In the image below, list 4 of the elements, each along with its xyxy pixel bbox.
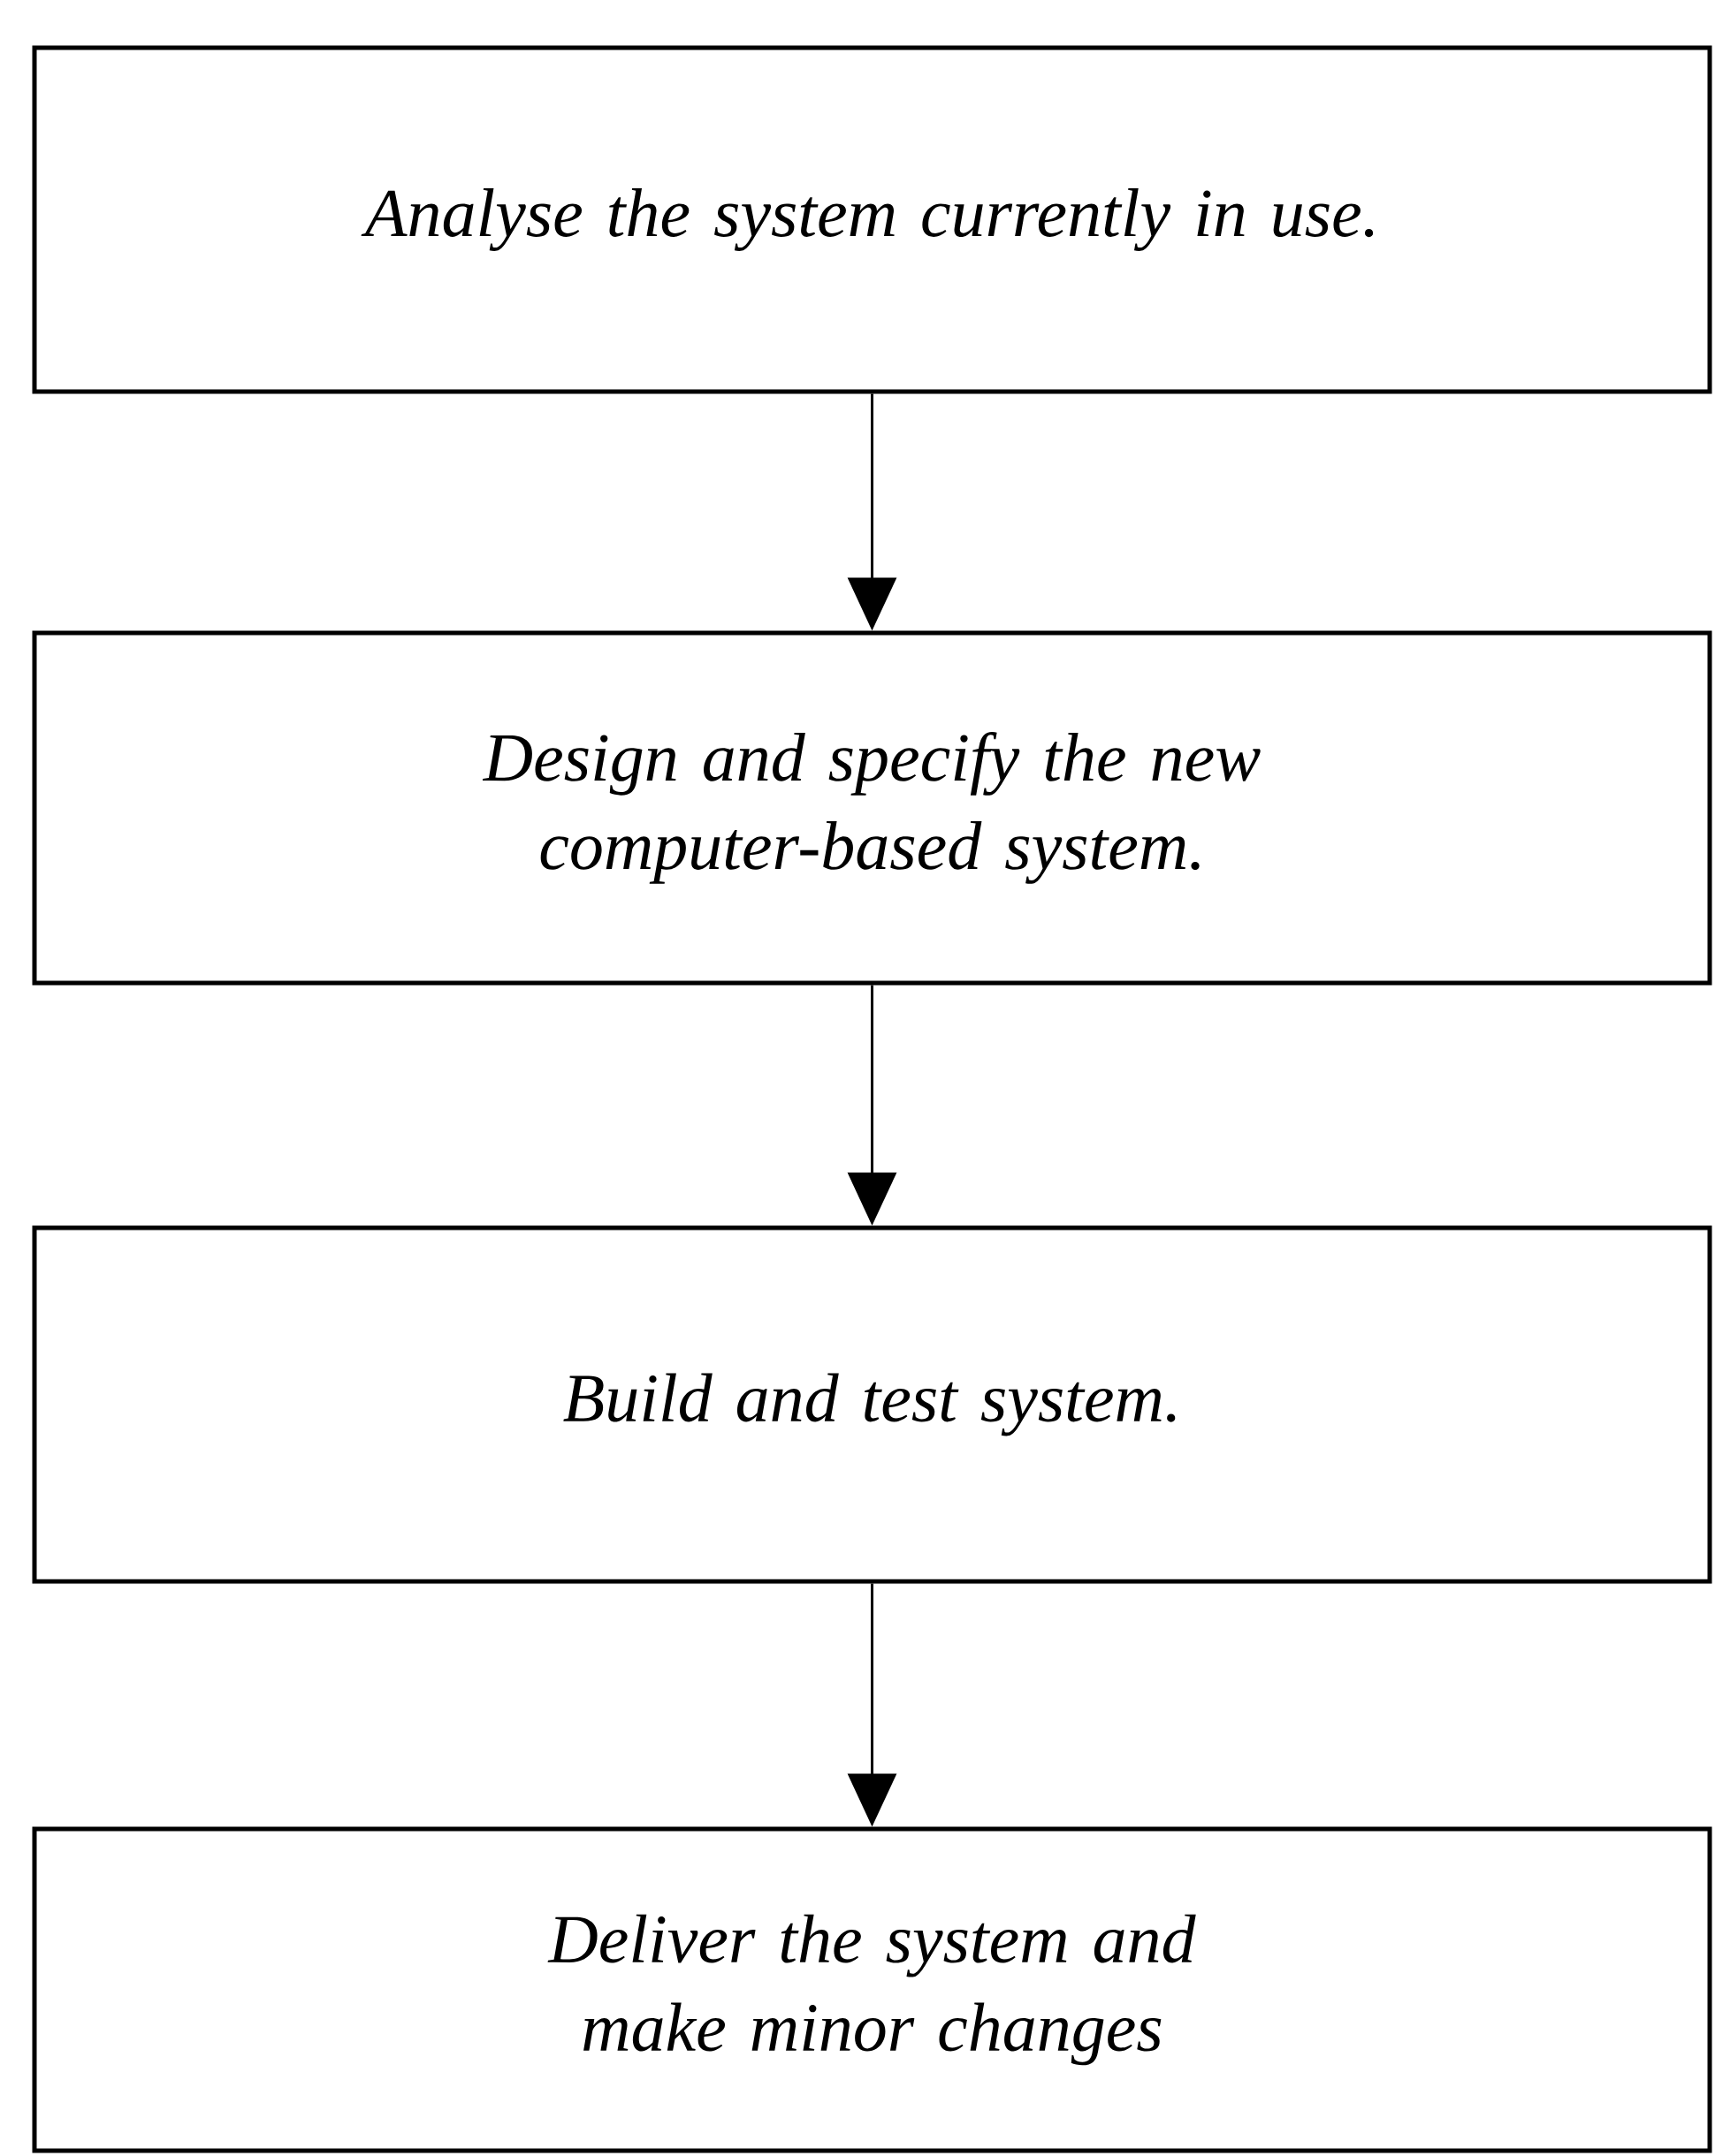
process-box: Design and specify the new computer-based system. xyxy=(32,630,1712,986)
process-box: Analyse the system currently in use. xyxy=(32,45,1712,394)
process-box: Build and test system. xyxy=(32,1225,1712,1584)
process-box: Deliver the system and make minor changes xyxy=(32,1826,1712,2153)
